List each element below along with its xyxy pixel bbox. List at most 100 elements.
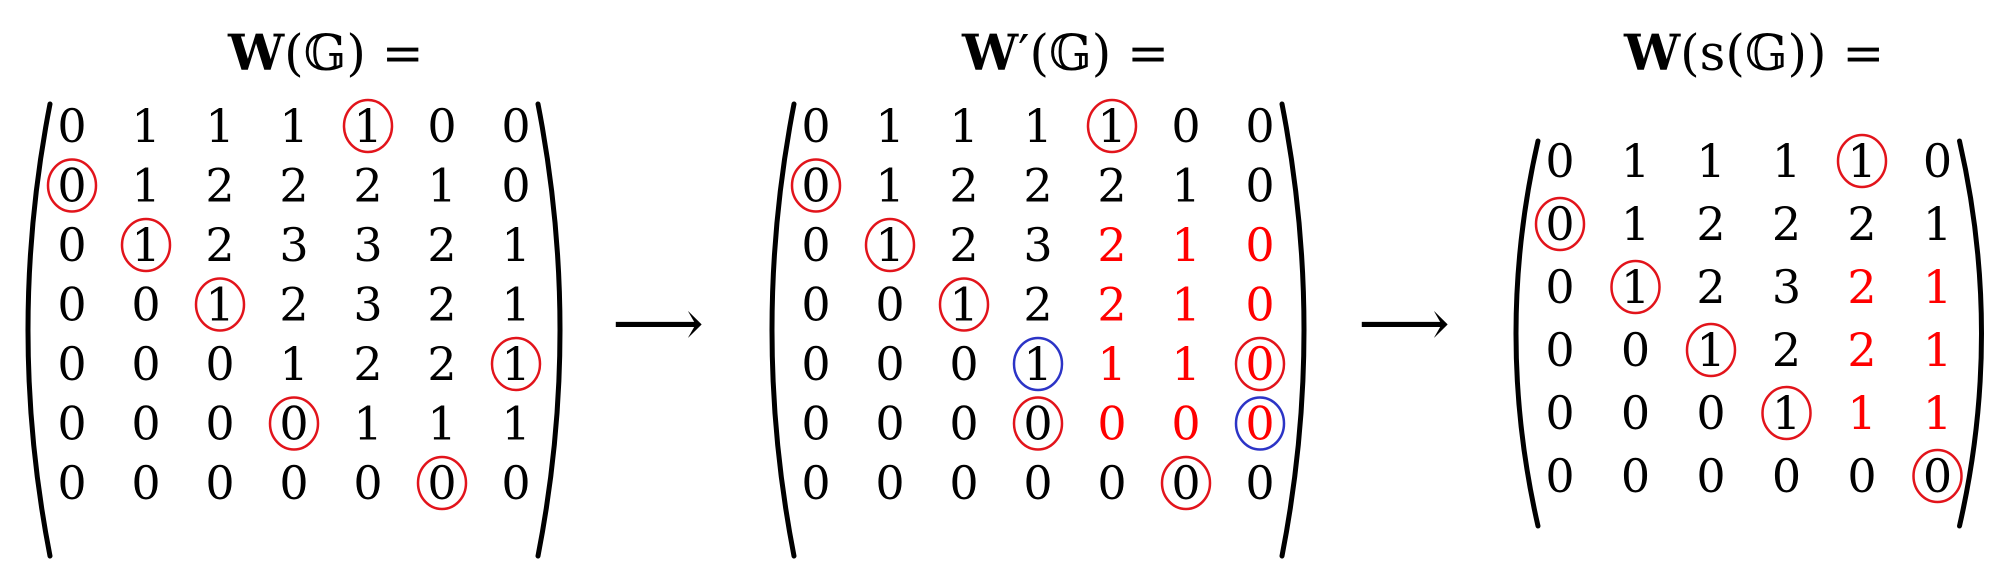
matrix-cell: 1 <box>1772 386 1801 440</box>
matrix-cell: 1 <box>501 278 530 332</box>
matrix-cell: 0 <box>801 218 830 272</box>
matrix-cell: 1 <box>205 278 234 332</box>
matrix-cell: 0 <box>1245 218 1274 272</box>
matrix-cell: 1 <box>1696 134 1725 188</box>
matrix-cell: 0 <box>1545 260 1574 314</box>
matrix-cell: 0 <box>205 456 234 510</box>
matrix-cell: 2 <box>1097 159 1126 213</box>
matrix-cell: 1 <box>131 99 160 153</box>
matrix-cell: 1 <box>875 99 904 153</box>
matrix-cell: 0 <box>1545 449 1574 503</box>
matrix-cell: 0 <box>279 397 308 451</box>
matrix-cell: 1 <box>205 99 234 153</box>
matrix-1-title: W(𝔾) = <box>227 23 424 82</box>
matrix-cell: 0 <box>131 278 160 332</box>
matrix-cell: 0 <box>1923 134 1952 188</box>
matrix-cell: 1 <box>1923 197 1952 251</box>
matrix-cell: 0 <box>131 397 160 451</box>
matrix-cell: 1 <box>1097 99 1126 153</box>
matrix-cell: 1 <box>501 397 530 451</box>
left-parenthesis <box>769 101 797 559</box>
matrix-cell: 1 <box>1621 134 1650 188</box>
matrix-cell: 0 <box>1621 323 1650 377</box>
arrow-1: ⟶ <box>612 287 704 361</box>
blue-circle-marker <box>1012 336 1064 392</box>
red-circle-marker <box>790 158 842 213</box>
matrix-cell: 0 <box>427 99 456 153</box>
matrix-cell: 0 <box>205 397 234 451</box>
matrix-cell: 0 <box>875 397 904 451</box>
red-circle-marker <box>1836 133 1888 189</box>
left-parenthesis <box>1513 138 1541 529</box>
matrix-cell: 0 <box>131 456 160 510</box>
matrix-cell: 0 <box>801 337 830 391</box>
matrix-cell: 0 <box>1023 456 1052 510</box>
matrix-cell: 1 <box>1923 260 1952 314</box>
matrix-cell: 1 <box>1847 134 1876 188</box>
red-circle-marker <box>1160 455 1212 511</box>
matrix-cell: 3 <box>353 278 382 332</box>
matrix-cell: 0 <box>1023 397 1052 451</box>
matrix-cell: 1 <box>501 337 530 391</box>
matrix-cell: 1 <box>427 159 456 213</box>
matrix-cell: 0 <box>875 337 904 391</box>
right-parenthesis <box>1279 101 1307 559</box>
matrix-cell: 1 <box>1696 323 1725 377</box>
matrix-cell: 0 <box>1923 449 1952 503</box>
matrix-cell: 3 <box>1023 218 1052 272</box>
red-circle-marker <box>1912 448 1963 504</box>
matrix-cell: 1 <box>1923 386 1952 440</box>
matrix-cell: 0 <box>131 337 160 391</box>
red-circle-marker <box>1012 396 1064 451</box>
matrix-cell: 0 <box>1847 449 1876 503</box>
matrix-cell: 0 <box>353 456 382 510</box>
matrix-cell: 0 <box>1545 323 1574 377</box>
matrix-cell: 0 <box>1545 386 1574 440</box>
matrix-cell: 2 <box>427 218 456 272</box>
matrix-cell: 2 <box>279 159 308 213</box>
matrix-cell: 1 <box>949 99 978 153</box>
matrix-cell: 2 <box>205 159 234 213</box>
red-circle-marker <box>864 217 916 273</box>
matrix-cell: 0 <box>1245 337 1274 391</box>
matrix-cell: 0 <box>501 456 530 510</box>
matrix-cell: 2 <box>1847 323 1876 377</box>
matrix-cell: 0 <box>1171 397 1200 451</box>
matrix-cell: 2 <box>1847 260 1876 314</box>
matrix-cell: 0 <box>1097 397 1126 451</box>
matrix-cell: 0 <box>949 456 978 510</box>
right-parenthesis <box>535 101 563 559</box>
matrix-cell: 1 <box>949 278 978 332</box>
matrix-3-title: W(s(𝔾)) = <box>1623 23 1884 82</box>
matrix-cell: 0 <box>57 337 86 391</box>
matrix-cell: 2 <box>427 278 456 332</box>
red-circle-marker <box>342 98 394 154</box>
matrix-2-title: W′(𝔾) = <box>961 23 1169 82</box>
matrix-cell: 2 <box>353 159 382 213</box>
right-parenthesis <box>1957 138 1984 529</box>
matrix-cell: 1 <box>875 218 904 272</box>
matrix-cell: 0 <box>1621 449 1650 503</box>
matrix-cell: 0 <box>1696 386 1725 440</box>
matrix-cell: 1 <box>1171 278 1200 332</box>
matrix-cell: 0 <box>801 397 830 451</box>
matrix-cell: 3 <box>353 218 382 272</box>
matrix-cell: 3 <box>279 218 308 272</box>
matrix-cell: 0 <box>57 278 86 332</box>
matrix-cell: 0 <box>57 397 86 451</box>
matrix-cell: 2 <box>1023 159 1052 213</box>
matrix-cell: 1 <box>875 159 904 213</box>
matrix-cell: 2 <box>1696 260 1725 314</box>
red-circle-marker <box>938 277 990 332</box>
matrix-cell: 1 <box>131 218 160 272</box>
matrix-cell: 0 <box>801 159 830 213</box>
matrix-cell: 0 <box>427 456 456 510</box>
matrix-cell: 1 <box>1772 134 1801 188</box>
matrix-cell: 0 <box>1696 449 1725 503</box>
matrix-cell: 0 <box>875 278 904 332</box>
red-circle-marker <box>268 396 320 451</box>
red-circle-marker <box>1086 98 1138 154</box>
matrix-cell: 0 <box>501 99 530 153</box>
